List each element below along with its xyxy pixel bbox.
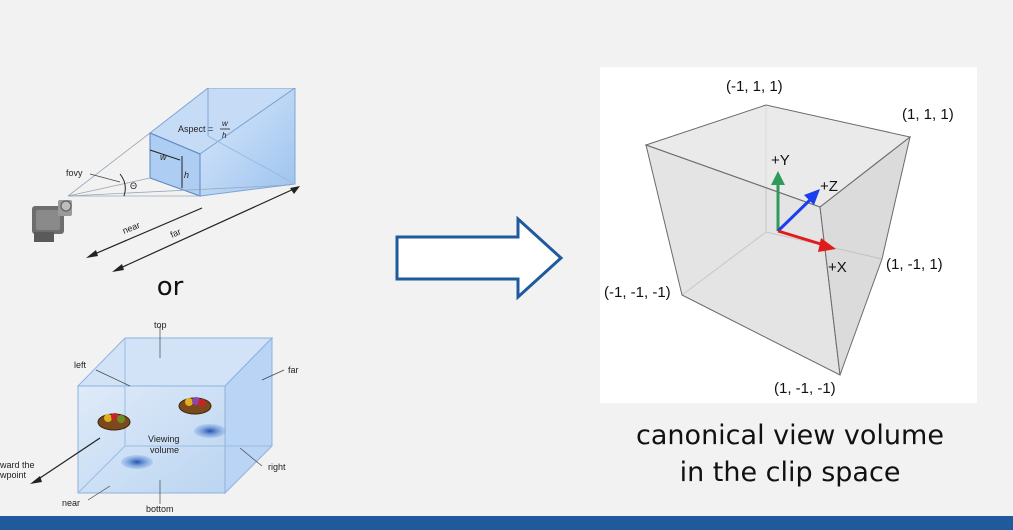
axis-x-head	[818, 238, 836, 252]
perspective-frustum-diagram: fovy Θ w h Aspect = w h near far	[32, 88, 300, 272]
axis-y-label: +Y	[771, 152, 790, 169]
ortho-top-label: top	[154, 320, 167, 330]
axis-z-arrow	[776, 196, 814, 233]
vertex-bottom-label: (1, -1, -1)	[774, 380, 836, 397]
caption-line-2: in the clip space	[679, 457, 901, 488]
aspect-denominator: h	[222, 131, 227, 140]
far-label: far	[169, 226, 183, 239]
theta-label: Θ	[130, 181, 137, 191]
axis-x-label: +X	[828, 259, 847, 276]
viewpoint-label-1: ward the	[0, 460, 35, 470]
vertex-top-right-label: (1, 1, 1)	[902, 106, 954, 123]
cube-right-face	[819, 135, 911, 376]
viewing-volume-label-1: Viewing	[148, 434, 179, 444]
ortho-right-label: right	[268, 462, 286, 472]
aspect-numerator: w	[222, 119, 229, 128]
viewing-volume-label-2: volume	[150, 445, 179, 455]
vertex-right-label: (1, -1, 1)	[886, 256, 943, 273]
ortho-left-label: left	[74, 360, 87, 370]
axis-y-head	[771, 171, 785, 185]
transform-arrow-icon	[395, 216, 564, 300]
ortho-far-label: far	[288, 365, 299, 375]
near-label: near	[121, 220, 141, 236]
camera-icon	[32, 200, 72, 242]
bottom-accent-bar	[0, 516, 1013, 530]
axis-z-head	[804, 189, 820, 205]
fruit-bowl-far-icon	[178, 397, 212, 415]
fruit-bowl-near-icon	[97, 413, 131, 431]
axis-x-arrow	[777, 229, 825, 247]
caption-line-1: canonical view volume	[636, 420, 944, 451]
vertex-top-back-label: (-1, 1, 1)	[726, 78, 783, 95]
orthographic-volume-diagram: top left far right bottom near Viewing v…	[0, 320, 299, 514]
w-label: w	[160, 152, 167, 162]
vertex-left-label: (-1, -1, -1)	[604, 284, 671, 301]
h-label: h	[184, 170, 189, 180]
axis-z-label: +Z	[820, 178, 838, 195]
aspect-label: Aspect =	[178, 124, 213, 134]
ortho-bottom-label: bottom	[146, 504, 174, 514]
viewpoint-label-2: wpoint	[0, 470, 27, 480]
fovy-label: fovy	[66, 168, 83, 178]
or-label: or	[156, 272, 184, 302]
canonical-cube-diagram: +Y +Z +X (-1, 1, 1) (1, 1, 1) (-1, -1, -…	[604, 78, 954, 397]
ortho-near-label: near	[62, 498, 80, 508]
